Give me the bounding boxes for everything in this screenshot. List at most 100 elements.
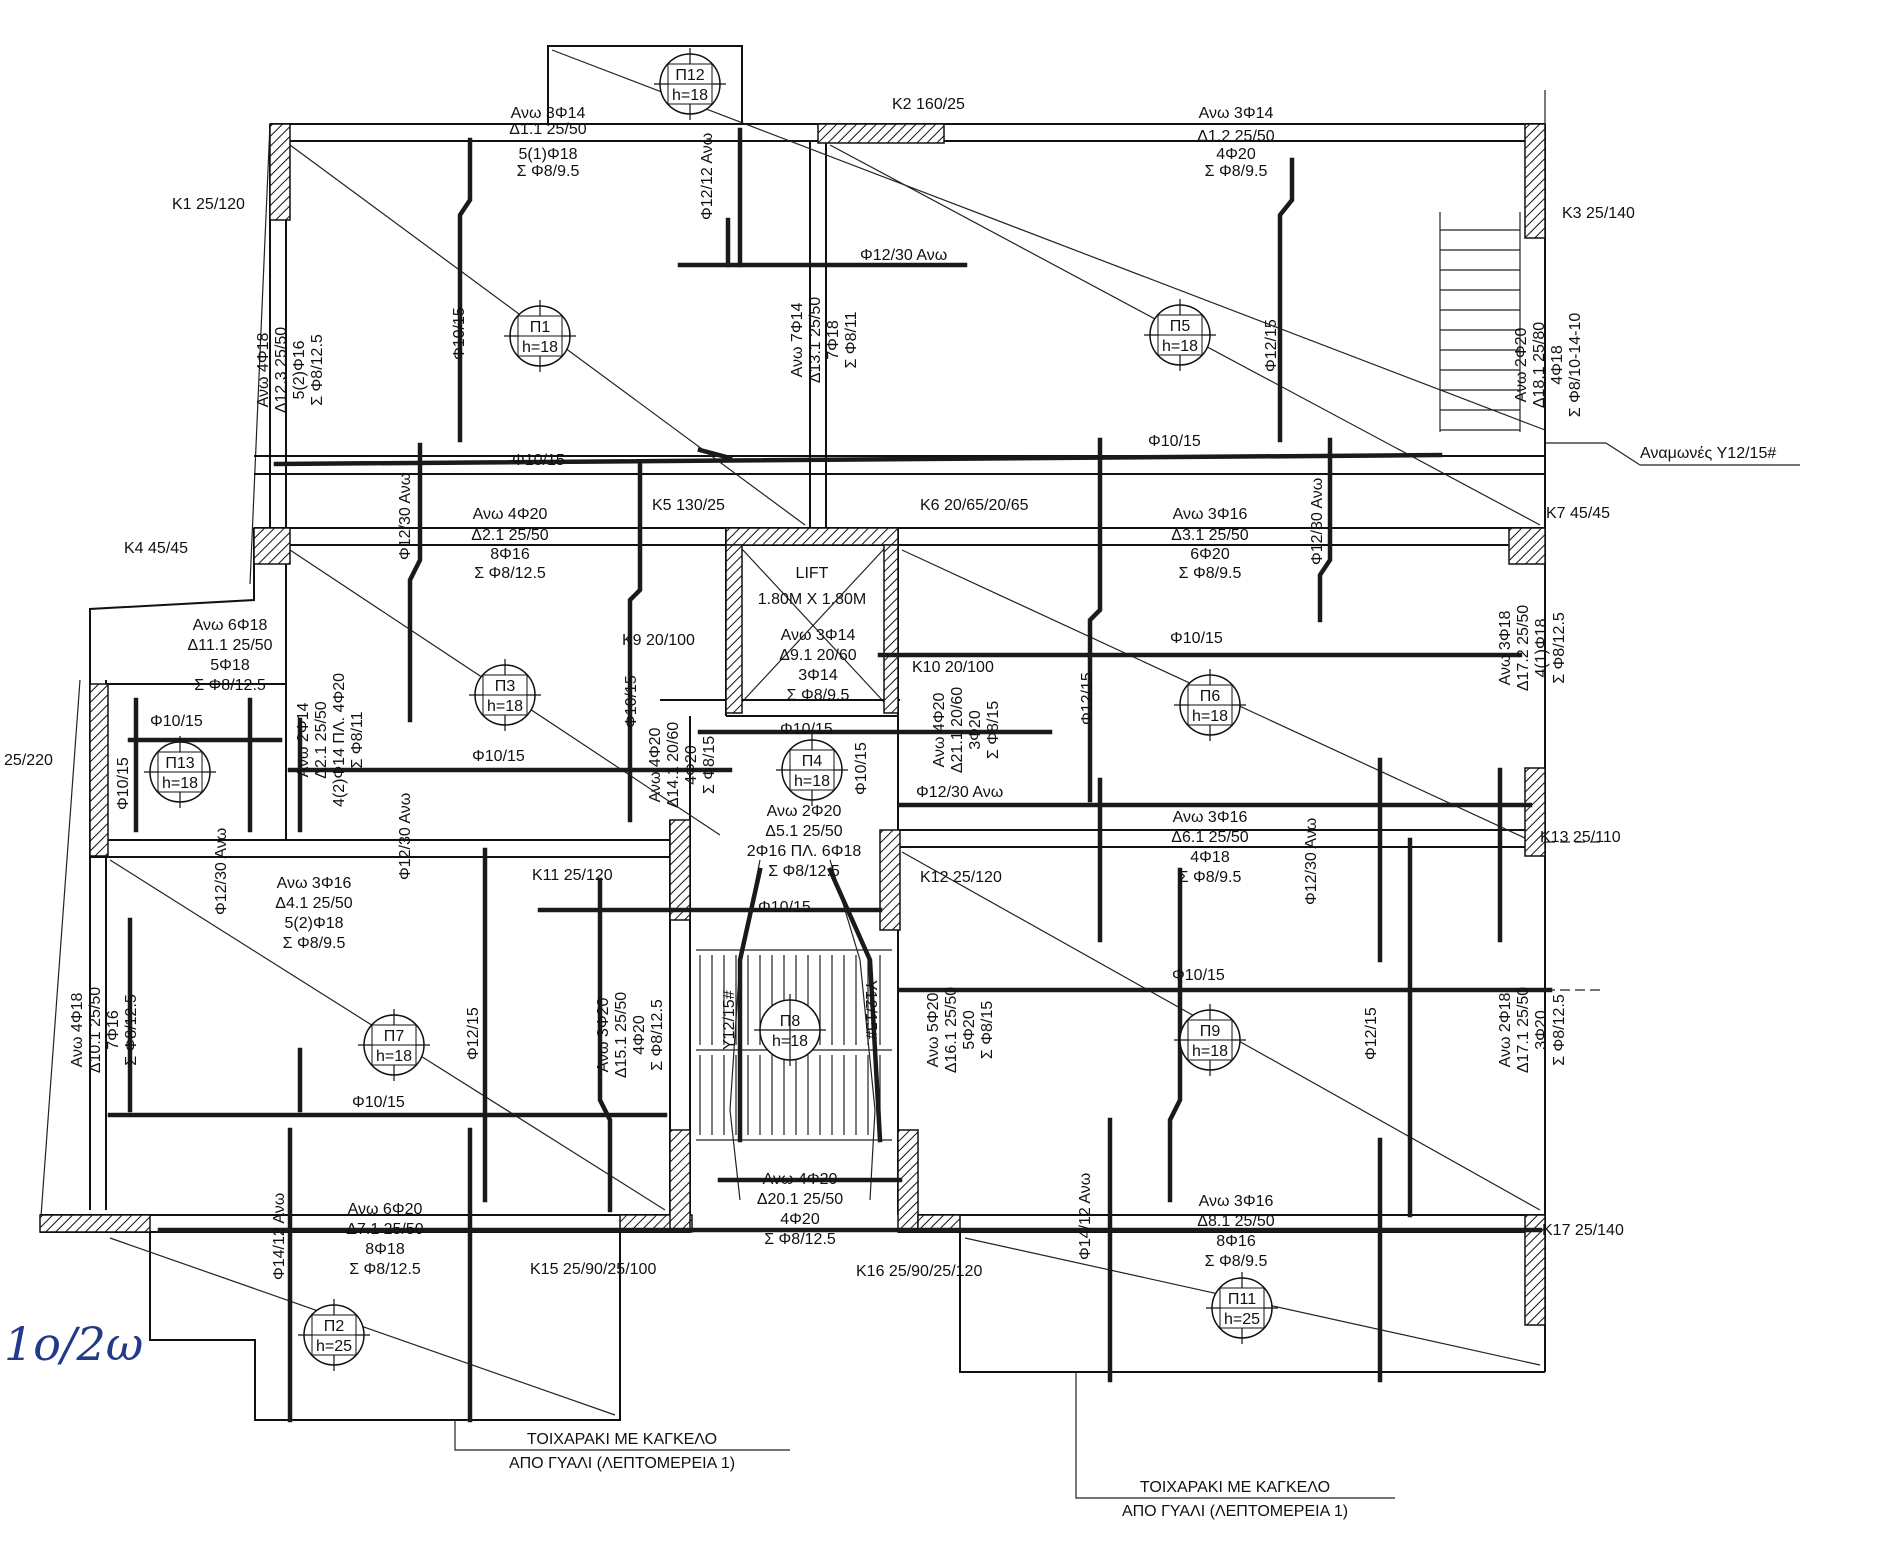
svg-text:Ανω 6Φ20: Ανω 6Φ20 (348, 1201, 423, 1218)
slab-marker: Π12 h=18 (654, 48, 726, 120)
svg-text:Δ1.1 25/50: Δ1.1 25/50 (509, 121, 587, 138)
svg-text:7Φ18: 7Φ18 (825, 320, 842, 360)
svg-text:Ανω 4Φ20: Ανω 4Φ20 (647, 728, 664, 803)
svg-text:Ανω 4Φ20: Ανω 4Φ20 (473, 506, 548, 523)
svg-text:Σ Φ8/12.5: Σ Φ8/12.5 (768, 863, 840, 880)
vertical-beam-labels: Ανω 7Φ14 Δ13.1 25/50 7Φ18 Σ Φ8/11 Ανω 4Φ… (69, 297, 1584, 1078)
svg-text:Σ Φ8/9.5: Σ Φ8/9.5 (787, 687, 850, 704)
svg-text:Σ Φ8/9.5: Σ Φ8/9.5 (283, 935, 346, 952)
beam-label-block: Ανω 3Φ16 Δ4.1 25/50 5(2)Φ18 Σ Φ8/9.5 (275, 875, 353, 952)
vbeam-label-block: Ανω 7Φ14 Δ13.1 25/50 7Φ18 Σ Φ8/11 (789, 297, 860, 383)
handwritten-note: 1ο/2ω (4, 1317, 143, 1371)
svg-text:Ανω 3Φ20: Ανω 3Φ20 (595, 998, 612, 1073)
svg-text:Σ Φ8/12.5: Σ Φ8/12.5 (1551, 994, 1568, 1066)
svg-text:Ανω 3Φ16: Ανω 3Φ16 (1173, 809, 1248, 826)
svg-text:Φ10/15: Φ10/15 (1170, 630, 1223, 647)
svg-text:Σ Φ8/12.5: Σ Φ8/12.5 (764, 1231, 836, 1248)
svg-text:Σ Φ8/15: Σ Φ8/15 (979, 1001, 996, 1059)
column-label: K1 25/120 (172, 196, 245, 213)
svg-text:Δ10.1 25/50: Δ10.1 25/50 (87, 987, 104, 1073)
svg-text:Φ10/15: Φ10/15 (150, 713, 203, 730)
slab-name: Π12 (675, 67, 704, 84)
svg-text:Φ10/15: Φ10/15 (780, 721, 833, 738)
slab-marker: Π13 h=18 (144, 736, 216, 808)
svg-text:Ανω 3Φ16: Ανω 3Φ16 (1199, 1193, 1274, 1210)
beam-label-block: Ανω 3Φ16 Δ8.1 25/50 8Φ16 Σ Φ8/9.5 (1197, 1193, 1275, 1270)
svg-text:5(1)Φ18: 5(1)Φ18 (518, 146, 577, 163)
svg-text:Δ3.1 25/50: Δ3.1 25/50 (1171, 527, 1249, 544)
slab-name: Π2 (324, 1318, 345, 1335)
slab-height: h=18 (794, 773, 830, 790)
slab-height: h=18 (487, 698, 523, 715)
slab-marker: Π4 h=18 (776, 734, 848, 806)
svg-text:ΤΟΙΧΑΡΑΚΙ ΜΕ ΚΑΓΚΕΛΟ: ΤΟΙΧΑΡΑΚΙ ΜΕ ΚΑΓΚΕΛΟ (527, 1431, 717, 1448)
slab-height: h=18 (1162, 338, 1198, 355)
svg-text:LIFT: LIFT (796, 565, 829, 582)
svg-text:Φ10/15: Φ10/15 (451, 307, 468, 360)
vbeam-label-block: Ανω 3Φ18 Δ17.2 25/50 4(1)Φ18 Σ Φ8/12.5 (1497, 605, 1568, 691)
vbeam-label-block: Ανω 3Φ20 Δ15.1 25/50 4Φ20 Σ Φ8/12.5 (595, 992, 666, 1078)
vbeam-label-block: Ανω 4Φ20 Δ14.1 20/60 4Φ20 Σ Φ8/15 (647, 722, 718, 808)
svg-text:Φ12/15: Φ12/15 (1263, 319, 1280, 372)
column-label: K16 25/90/25/120 (856, 1263, 982, 1280)
svg-text:Δ6.1 25/50: Δ6.1 25/50 (1171, 829, 1249, 846)
column-label: K2 160/25 (892, 96, 965, 113)
svg-text:Δ2.1 25/50: Δ2.1 25/50 (471, 527, 549, 544)
svg-text:Y12/15#: Y12/15# (862, 980, 879, 1040)
column-label: K4 45/45 (124, 540, 188, 557)
svg-text:Δ20.1 25/50: Δ20.1 25/50 (757, 1191, 843, 1208)
slab-marker: Π1 h=18 (504, 300, 576, 372)
svg-text:Ανω 4Φ20: Ανω 4Φ20 (931, 693, 948, 768)
svg-text:4(1)Φ18: 4(1)Φ18 (1533, 618, 1550, 677)
svg-text:Σ Φ8/12.5: Σ Φ8/12.5 (194, 677, 266, 694)
svg-text:ΑΠΟ ΓΥΑΛΙ (ΛΕΠΤΟΜΕΡΕΙΑ 1): ΑΠΟ ΓΥΑΛΙ (ΛΕΠΤΟΜΕΡΕΙΑ 1) (509, 1455, 735, 1472)
beam-label-block: Ανω 3Φ16 Δ3.1 25/50 6Φ20 Σ Φ8/9.5 (1171, 506, 1249, 582)
lift-label: LIFT 1.80M X 1.80M (758, 565, 867, 608)
column-label: K10 20/100 (912, 659, 994, 676)
svg-text:Σ Φ8/9.5: Σ Φ8/9.5 (517, 163, 580, 180)
svg-text:8Φ16: 8Φ16 (1216, 1233, 1256, 1250)
column-label: K15 25/90/25/100 (530, 1261, 656, 1278)
slab-name: Π9 (1200, 1023, 1221, 1040)
vbeam-label-block: Ανω 4Φ18 Δ12.3 25/50 5(2)Φ16 Σ Φ8/12.5 (255, 327, 326, 413)
svg-text:Φ14/12 Ανω: Φ14/12 Ανω (271, 1193, 288, 1280)
svg-text:3Φ20: 3Φ20 (1533, 1010, 1550, 1050)
rebar-bars (107, 127, 1553, 1423)
svg-text:Φ10/15: Φ10/15 (623, 675, 640, 728)
svg-text:Δ5.1 25/50: Δ5.1 25/50 (765, 823, 843, 840)
slab-height: h=18 (1192, 708, 1228, 725)
svg-text:Y12/15#: Y12/15# (721, 990, 738, 1050)
svg-text:Ανω 5Φ20: Ανω 5Φ20 (925, 993, 942, 1068)
columns-hatched (39, 123, 1546, 1326)
svg-text:Σ Φ8/11: Σ Φ8/11 (843, 311, 860, 368)
vbeam-label-block: Ανω 4Φ20 Δ21.1 20/60 3Φ20 Σ Φ8/15 (931, 687, 1002, 773)
svg-text:4Φ20: 4Φ20 (780, 1211, 820, 1228)
svg-text:Φ10/15: Φ10/15 (1148, 433, 1201, 450)
svg-text:4(2)Φ14 ΠΛ. 4Φ20: 4(2)Φ14 ΠΛ. 4Φ20 (331, 673, 348, 807)
slab-name: Π11 (1228, 1291, 1256, 1308)
svg-text:Σ Φ8/12.5: Σ Φ8/12.5 (1551, 612, 1568, 684)
svg-text:Ανω 3Φ16: Ανω 3Φ16 (1173, 506, 1248, 523)
slab-name: Π13 (165, 755, 194, 772)
svg-text:Ανω 4Φ20: Ανω 4Φ20 (763, 1171, 838, 1188)
svg-text:Φ12/15: Φ12/15 (1363, 1007, 1380, 1060)
svg-text:6Φ20: 6Φ20 (1190, 546, 1230, 563)
svg-text:5Φ20: 5Φ20 (961, 1010, 978, 1050)
svg-text:3Φ14: 3Φ14 (798, 667, 838, 684)
svg-text:Δ4.1 25/50: Δ4.1 25/50 (275, 895, 353, 912)
slab-height: h=18 (522, 339, 558, 356)
slab-height: h=18 (376, 1048, 412, 1065)
svg-text:Δ15.1 25/50: Δ15.1 25/50 (613, 992, 630, 1078)
svg-text:Φ10/15: Φ10/15 (115, 757, 132, 810)
svg-text:Φ10/15: Φ10/15 (1172, 967, 1225, 984)
slab-marker: Π9 h=18 (1174, 1004, 1246, 1076)
svg-text:Φ10/15: Φ10/15 (758, 899, 811, 916)
svg-text:5(2)Φ16: 5(2)Φ16 (291, 340, 308, 399)
svg-text:8Φ16: 8Φ16 (490, 546, 530, 563)
svg-text:Ανω 3Φ14: Ανω 3Φ14 (511, 105, 586, 122)
svg-text:Δ16.1 25/50: Δ16.1 25/50 (943, 987, 960, 1073)
svg-text:Σ Φ8/12.5: Σ Φ8/12.5 (123, 994, 140, 1066)
slab-height: h=25 (316, 1338, 352, 1355)
svg-text:Σ Φ8/9.5: Σ Φ8/9.5 (1179, 565, 1242, 582)
svg-text:Σ Φ8/12.5: Σ Φ8/12.5 (349, 1261, 421, 1278)
